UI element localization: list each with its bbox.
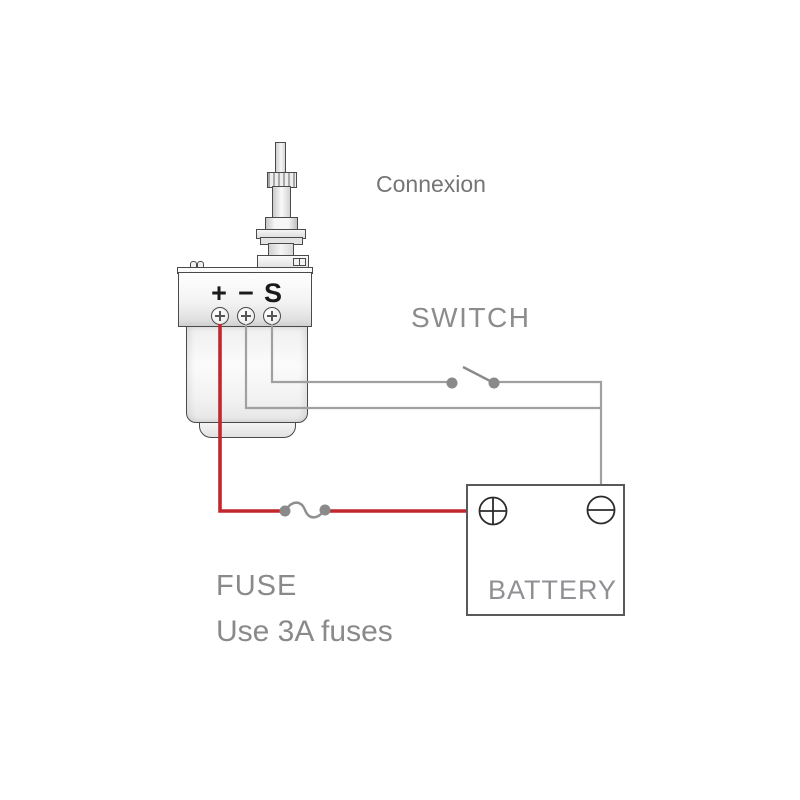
fuse-note-label: Use 3A fuses [216,615,393,648]
battery-label: BATTERY [488,575,618,605]
fuse-label: FUSE [216,570,298,602]
motor-bottom-cap [199,422,296,438]
terminal-screw-minus-icon [237,307,255,325]
switch-wire [270,324,603,484]
switch-icon [446,365,500,389]
terminal-screw-plus-icon [211,307,229,325]
terminal-label-minus: − [238,278,254,308]
terminal-screw-signal-icon [263,307,281,325]
motor-shaft-rod [272,186,291,219]
terminal-label-signal: S [263,278,283,308]
motor-shaft-rod-top [275,142,286,174]
terminal-label-plus: + [211,278,227,308]
switch-label: SWITCH [411,302,531,333]
fuse-icon [279,501,331,519]
motor-body [186,326,308,423]
connexion-label: Connexion [376,171,486,197]
mount-plate-notch [299,258,306,266]
